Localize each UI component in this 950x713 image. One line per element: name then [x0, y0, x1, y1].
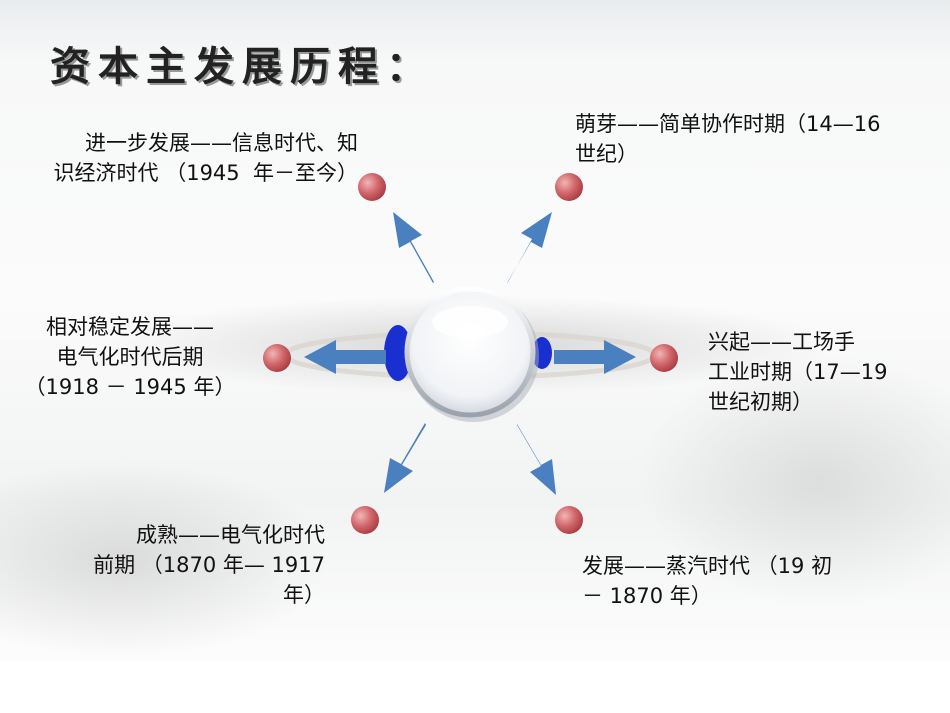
arrow-upper-left	[393, 212, 434, 283]
stage-label-upper-left: 进一步发展——信息时代、知 识经济时代 （1945 年－至今）	[53, 131, 358, 185]
page-title: 资本主发展历程：	[50, 43, 434, 90]
bottom-strip	[0, 662, 950, 713]
arrow-lower-right	[517, 424, 556, 495]
hub-left-accent	[384, 325, 412, 381]
node-left	[263, 344, 291, 372]
arrows	[304, 212, 636, 495]
stage-label-mid-right: 兴起——工场手 工业时期（17—19 世纪初期）	[708, 330, 888, 414]
node-upper-left	[358, 173, 386, 201]
node-lower-right	[555, 506, 583, 534]
node-right	[650, 344, 678, 372]
hub-highlight	[432, 306, 508, 338]
arrow-right	[554, 340, 636, 374]
arrow-upper-right	[507, 212, 552, 283]
node-lower-left	[351, 506, 379, 534]
stage-label-lower-left: 成熟——电气化时代 前期 （1870 年— 1917 年）	[93, 523, 325, 607]
stage-label-lower-right: 发展——蒸汽时代 （19 初 － 1870 年）	[582, 554, 833, 608]
arrow-lower-left	[384, 423, 426, 493]
arrow-left	[304, 340, 386, 374]
nodes	[263, 173, 678, 534]
node-upper-right	[555, 173, 583, 201]
stage-label-upper-right: 萌芽——简单协作时期（14—16 世纪）	[575, 112, 881, 166]
stage-label-mid-left: 相对稳定发展—— 电气化时代后期 （1918 － 1945 年）	[24, 315, 236, 399]
